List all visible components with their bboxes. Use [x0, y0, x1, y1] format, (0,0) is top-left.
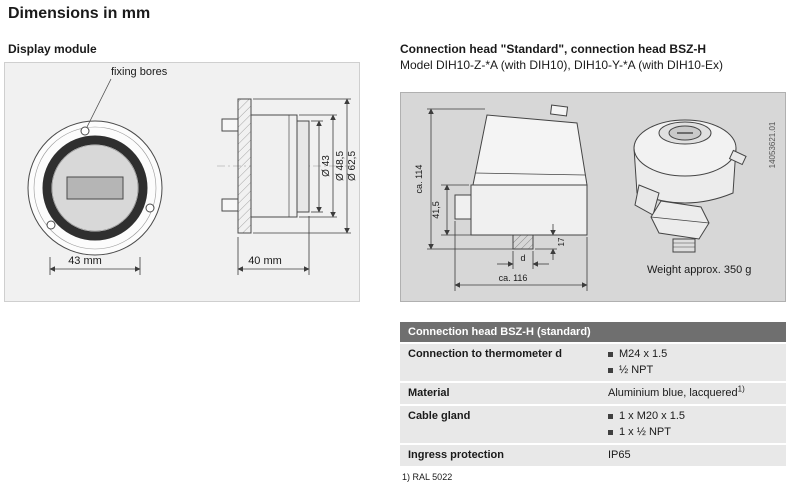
- display-module-drawing: fixing bores 43 mm: [27, 66, 358, 275]
- row-label: Ingress protection: [408, 449, 504, 461]
- weight-note: Weight approx. 350 g: [647, 264, 751, 276]
- connection-head-subheading: Model DIH10-Z-*A (with DIH10), DIH10-Y-*…: [400, 58, 723, 72]
- fixing-bore: [80, 126, 90, 136]
- cap-vent: [550, 104, 569, 117]
- spec-table: Connection head BSZ-H (standard) Connect…: [400, 322, 786, 466]
- height-label: ca. 114: [414, 165, 424, 194]
- bullet-square-icon: [608, 430, 613, 435]
- connection-head-heading: Connection head "Standard", connection h…: [400, 42, 707, 56]
- fixing-bore: [46, 220, 56, 230]
- conduit-entry: [454, 194, 472, 220]
- fixing-bores-callout: fixing bores: [86, 66, 168, 128]
- front-width-label: 43 mm: [68, 255, 102, 267]
- display-window: [66, 176, 124, 200]
- row-value: 1 x M20 x 1.5: [619, 410, 686, 422]
- row-value: Aluminium blue, lacquered1): [608, 384, 745, 399]
- module-cap: [296, 120, 310, 213]
- connection-head-3d-drawing: [633, 119, 747, 253]
- fixing-bore: [145, 203, 155, 213]
- neck-dimension: 17: [535, 224, 566, 260]
- width-label: ca. 116: [499, 273, 528, 283]
- row-value: ½ NPT: [619, 364, 654, 376]
- table-row: Connection to thermometer d M24 x 1.5 ½ …: [400, 344, 786, 381]
- footnote-marker: 1): [737, 384, 745, 394]
- connection-head-drawing: ca. 114 41,5 17: [414, 104, 777, 291]
- page-title: Dimensions in mm: [8, 5, 151, 22]
- neck-label: 17: [557, 237, 566, 246]
- drawing-doc-number: 14053621.01: [768, 121, 777, 168]
- seal-ring: [42, 135, 148, 241]
- bullet-square-icon: [608, 414, 613, 419]
- bullet-square-icon: [608, 352, 613, 357]
- footnote: 1) RAL 5022: [402, 472, 453, 482]
- connection-head-side-drawing: [454, 104, 588, 250]
- side-depth-dimension: 40 mm: [237, 216, 310, 275]
- spec-table-header: Connection head BSZ-H (standard): [400, 322, 786, 342]
- dia-inner-label: Ø 43: [321, 155, 332, 177]
- width-dimension: ca. 116: [454, 221, 588, 291]
- row-values: 1 x M20 x 1.5 1 x ½ NPT: [608, 406, 786, 443]
- flange-inner-edge: [33, 126, 157, 250]
- diameter-dimensions: Ø 43 Ø 48,5 Ø 62,5: [253, 98, 358, 234]
- thread-stub: [672, 238, 696, 253]
- row-value: M24 x 1.5: [619, 348, 668, 360]
- mounting-tab: [221, 198, 239, 212]
- height-dimension: ca. 114: [414, 108, 513, 250]
- front-width-dimension: 43 mm: [49, 255, 141, 275]
- head-body: [470, 184, 588, 236]
- row-values: IP65: [608, 445, 786, 466]
- row-label: Material: [408, 387, 450, 399]
- display-module-heading: Display module: [8, 42, 97, 56]
- module-body: [250, 114, 298, 218]
- lid-screw: [728, 149, 747, 166]
- row-values: M24 x 1.5 ½ NPT: [608, 344, 786, 381]
- fixing-bores-label: fixing bores: [111, 66, 168, 78]
- display-module-drawing-panel: fixing bores 43 mm: [4, 62, 360, 302]
- table-row: Material Aluminium blue, lacquered1): [400, 383, 786, 404]
- base-height-label: 41,5: [431, 201, 441, 219]
- row-value: 1 x ½ NPT: [619, 426, 671, 438]
- table-row: Ingress protection IP65: [400, 445, 786, 466]
- thread-dimension: d: [497, 251, 549, 269]
- thread-label: d: [520, 253, 525, 263]
- dia-mid-label: Ø 48,5: [335, 151, 346, 181]
- connection-head-drawing-panel: ca. 114 41,5 17: [400, 92, 786, 302]
- row-values: Aluminium blue, lacquered1): [608, 383, 786, 404]
- side-depth-label: 40 mm: [248, 255, 282, 267]
- dia-outer-label: Ø 62,5: [347, 151, 358, 181]
- mounting-tab: [221, 118, 239, 132]
- bullet-square-icon: [608, 368, 613, 373]
- row-label: Connection to thermometer d: [408, 348, 563, 360]
- thread-neck: [512, 234, 534, 250]
- row-label: Cable gland: [408, 410, 471, 422]
- front-view: [27, 120, 163, 256]
- row-value: IP65: [608, 449, 631, 461]
- table-row: Cable gland 1 x M20 x 1.5 1 x ½ NPT: [400, 406, 786, 443]
- base-height-dimension: 41,5: [431, 184, 511, 236]
- flange-plate: [237, 98, 252, 234]
